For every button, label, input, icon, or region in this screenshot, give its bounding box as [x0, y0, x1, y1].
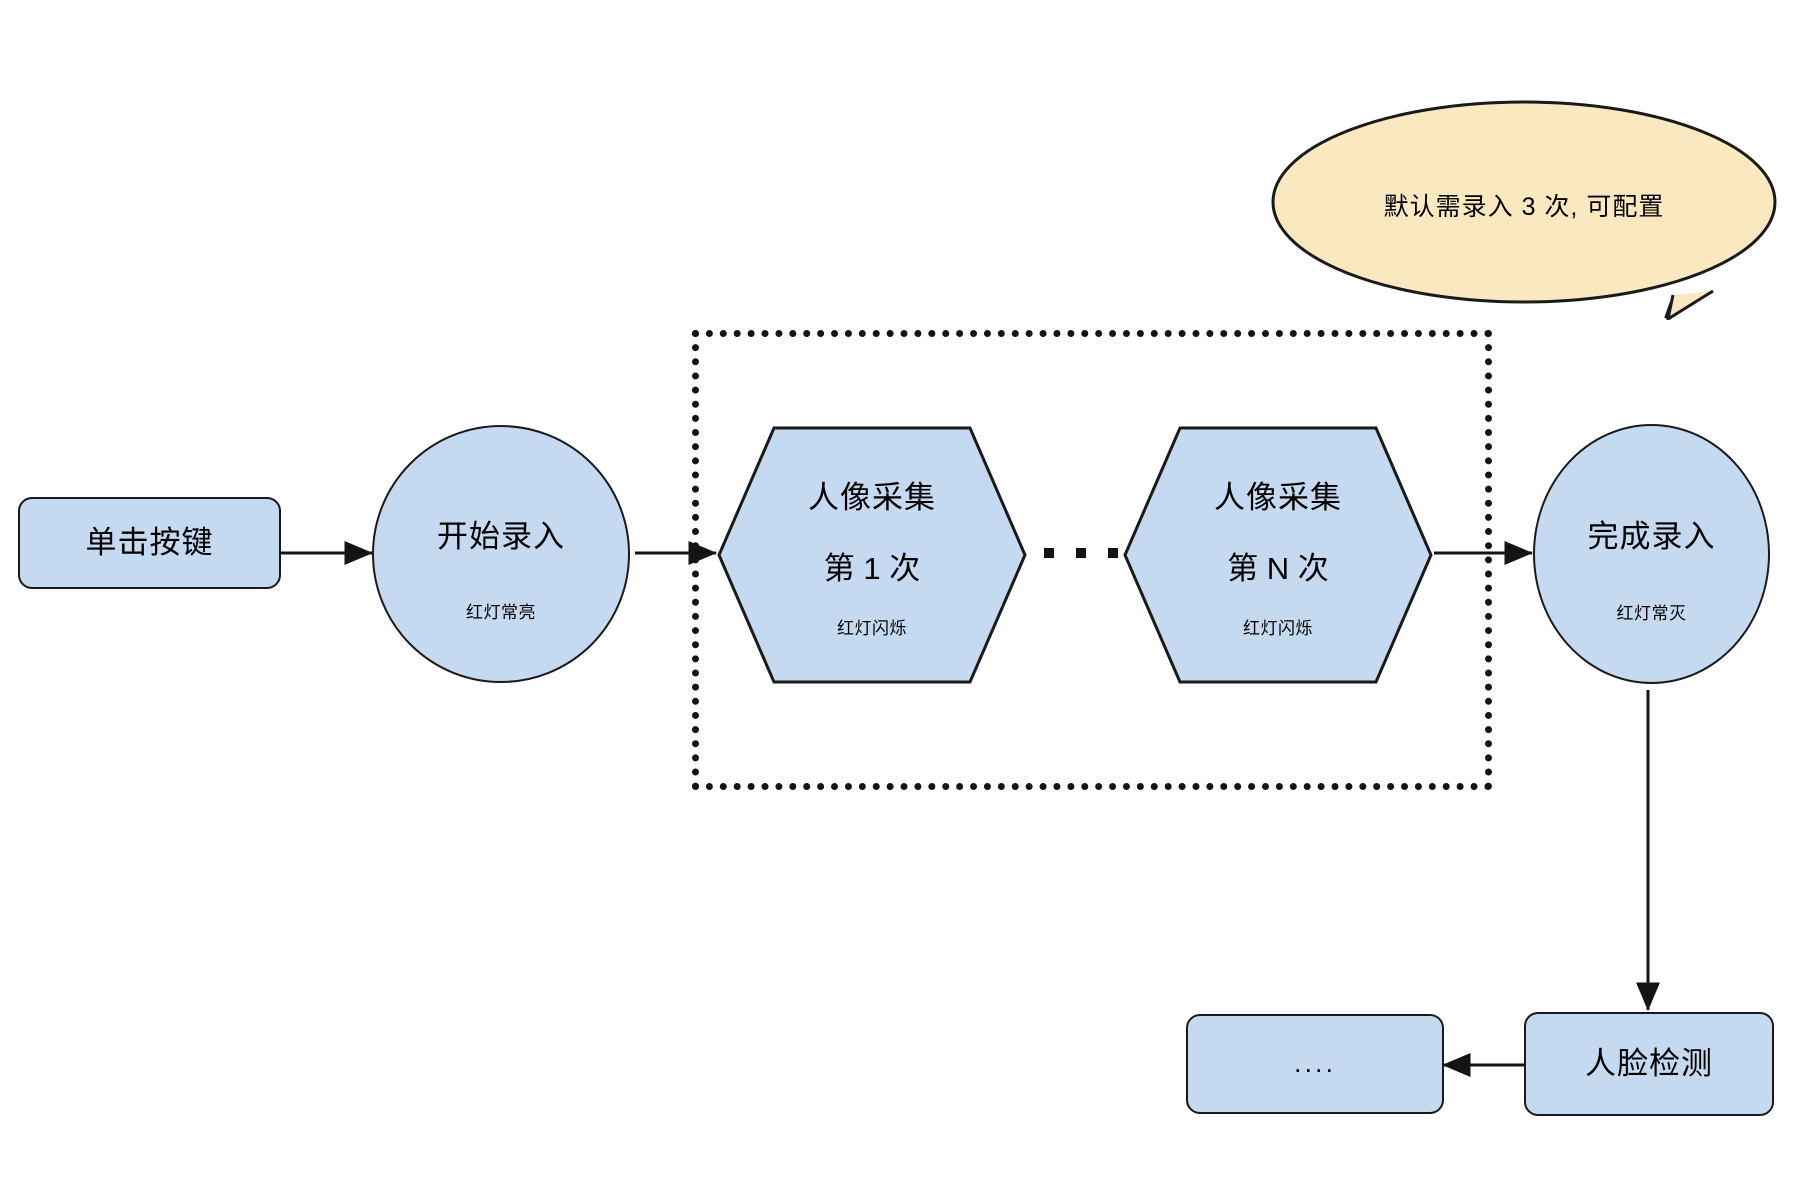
node-more-label: ....: [1293, 1048, 1336, 1079]
node-capture-first-label: 人像采集: [808, 479, 936, 515]
node-capture-nth-label: 人像采集: [1214, 479, 1342, 515]
node-start-enroll-label: 开始录入: [437, 518, 565, 554]
node-press-key-label: 单击按键: [85, 524, 214, 560]
node-capture-first-sublabel: 红灯闪烁: [837, 618, 907, 638]
node-face-detect[interactable]: 人脸检测: [1524, 1012, 1774, 1116]
node-finish-enroll-label: 完成录入: [1587, 518, 1716, 554]
ellipsis-dot: [1076, 548, 1086, 558]
hexagon-shape: [1123, 426, 1433, 684]
node-start-enroll[interactable]: 开始录入 红灯常亮: [372, 425, 630, 683]
node-capture-first[interactable]: 人像采集 第 1 次 红灯闪烁: [716, 425, 1028, 685]
node-finish-enroll[interactable]: 完成录入 红灯常灭: [1533, 424, 1770, 684]
callout-text: 默认需录入 3 次, 可配置: [1383, 193, 1665, 221]
ellipsis-dot: [1044, 548, 1054, 558]
ellipsis-dot: [1108, 548, 1118, 558]
hexagon-shape: [717, 426, 1027, 684]
node-finish-enroll-sublabel: 红灯常灭: [1616, 603, 1687, 623]
node-capture-first-line2: 第 1 次: [823, 550, 921, 586]
node-start-enroll-sublabel: 红灯常亮: [466, 602, 536, 622]
callout-bubble: 默认需录入 3 次, 可配置: [1268, 95, 1780, 320]
node-capture-nth[interactable]: 人像采集 第 N 次 红灯闪烁: [1122, 425, 1434, 685]
node-more[interactable]: ....: [1186, 1014, 1444, 1114]
node-press-key[interactable]: 单击按键: [18, 497, 281, 589]
node-capture-nth-sublabel: 红灯闪烁: [1243, 618, 1313, 638]
callout-shape: [1271, 100, 1777, 320]
node-capture-nth-line2: 第 N 次: [1227, 550, 1329, 586]
capture-loop-group: [692, 330, 1492, 790]
node-face-detect-label: 人脸检测: [1585, 1045, 1713, 1081]
